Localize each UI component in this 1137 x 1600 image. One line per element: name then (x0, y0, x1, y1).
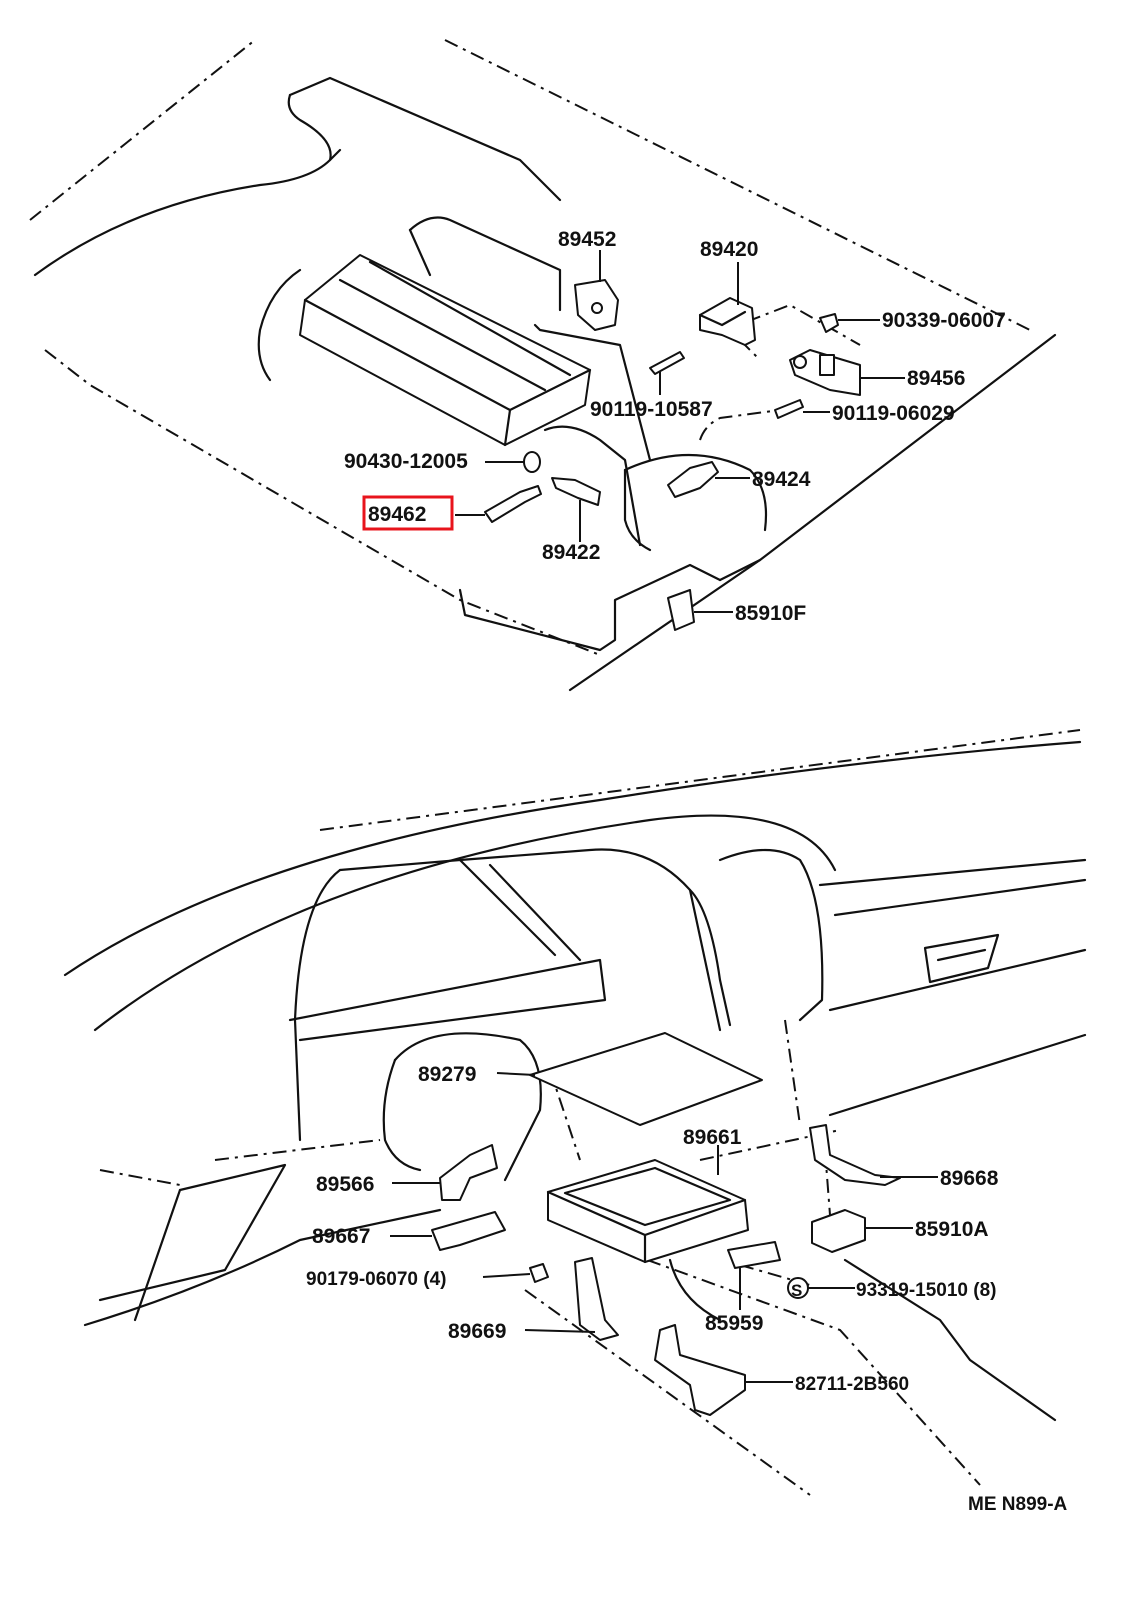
label-89422: 89422 (542, 541, 600, 564)
part-89420-sensor (698, 297, 756, 346)
part-90179-06070-nut (529, 1263, 549, 1283)
part-89279-pad (529, 1032, 763, 1126)
label-90179-06070: 90179-06070 (4) (306, 1269, 447, 1290)
s-symbol: S (791, 1281, 802, 1300)
part-89669-bracket (574, 1257, 619, 1341)
label-89462: 89462 (368, 503, 426, 526)
part-85959-bracket (727, 1241, 781, 1269)
part-89452-bracket (574, 279, 619, 331)
label-90119-10587: 90119-10587 (590, 398, 713, 421)
part-90339-06007-clip (819, 313, 839, 333)
part-93319-15010-screw: S (787, 1277, 809, 1300)
label-93319-15010: 93319-15010 (8) (856, 1280, 997, 1301)
label-90339-06007: 90339-06007 (882, 309, 1006, 332)
label-90430-12005: 90430-12005 (344, 450, 468, 473)
label-89424: 89424 (752, 468, 811, 491)
part-89566-bracket (439, 1144, 498, 1201)
part-89424-sensor (667, 461, 719, 498)
label-89456: 89456 (907, 367, 965, 390)
label-89279: 89279 (418, 1063, 476, 1086)
part-89661-ecu (546, 1159, 749, 1264)
label-85910A: 85910A (915, 1218, 989, 1241)
part-90119-06029-bolt (774, 399, 804, 419)
bottom-leader-lines (390, 1072, 938, 1383)
part-90119-10587-bolt (649, 351, 685, 375)
part-89667-bracket (431, 1211, 506, 1251)
part-89422-sensor (551, 477, 601, 506)
part-85910F-relay (667, 589, 695, 631)
label-89669: 89669 (448, 1320, 506, 1343)
highlight-box-89462 (362, 495, 454, 531)
label-89452: 89452 (558, 228, 616, 251)
diagram-code: ME N899-A (968, 1494, 1068, 1515)
label-89420: 89420 (700, 238, 758, 261)
label-89668: 89668 (940, 1167, 999, 1190)
label-82711-2B560: 82711-2B560 (795, 1374, 909, 1395)
label-85910F: 85910F (735, 602, 806, 625)
part-85910A-relay (811, 1209, 866, 1253)
dashboard-drawing (63, 729, 1087, 1496)
part-82711-2B560-bracket (654, 1324, 746, 1416)
label-89661: 89661 (683, 1126, 742, 1149)
engine-compartment-drawing (29, 39, 1057, 692)
part-89456-sensor (789, 349, 861, 396)
part-90430-12005-gasket (523, 451, 541, 473)
part-89462-sensor (484, 485, 542, 523)
label-85959: 85959 (705, 1312, 763, 1335)
top-leader-lines (455, 250, 905, 613)
label-89667: 89667 (312, 1225, 370, 1248)
label-90119-06029: 90119-06029 (832, 402, 955, 425)
label-89566: 89566 (316, 1173, 374, 1196)
